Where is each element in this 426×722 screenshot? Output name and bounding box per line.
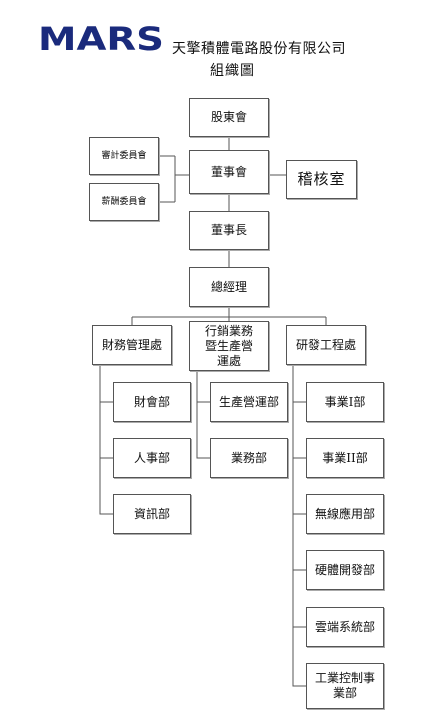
svg-text:MARS: MARS [38, 22, 164, 54]
node-shareholders: 股東會 [189, 98, 269, 137]
node-marketing-division: 行銷業務暨生產營運處 [189, 321, 269, 371]
node-rd-dept-cloud: 雲端系統部 [306, 607, 384, 647]
node-rd-dept-industrial: 工業控制事業部 [306, 663, 384, 709]
chart-title: 組織圖 [210, 63, 255, 79]
node-finance-dept-it: 資訊部 [113, 494, 191, 534]
node-marketing-dept-production: 生產營運部 [210, 382, 288, 422]
node-rd-dept-business2: 事業II部 [306, 438, 384, 478]
node-compensation-committee: 薪酬委員會 [89, 183, 159, 221]
node-finance-dept-hr: 人事部 [113, 438, 191, 478]
node-finance-dept-accounting: 財會部 [113, 382, 191, 422]
company-name: 天擎積體電路股份有限公司 [172, 41, 346, 57]
node-rd-dept-business1: 事業I部 [306, 382, 384, 422]
node-president: 總經理 [189, 267, 269, 307]
node-marketing-dept-sales: 業務部 [210, 438, 288, 478]
node-chairman: 董事長 [189, 211, 269, 250]
node-rd-dept-wireless: 無線應用部 [306, 494, 384, 534]
node-rd-dept-hardware: 硬體開發部 [306, 550, 384, 590]
mars-logo: MARS [38, 22, 164, 54]
node-internal-audit: 稽核室 [286, 160, 357, 199]
node-rd-division: 研發工程處 [286, 325, 366, 365]
node-finance-division: 財務管理處 [92, 325, 172, 365]
node-audit-committee: 審計委員會 [89, 137, 159, 175]
node-board: 董事會 [189, 150, 269, 194]
